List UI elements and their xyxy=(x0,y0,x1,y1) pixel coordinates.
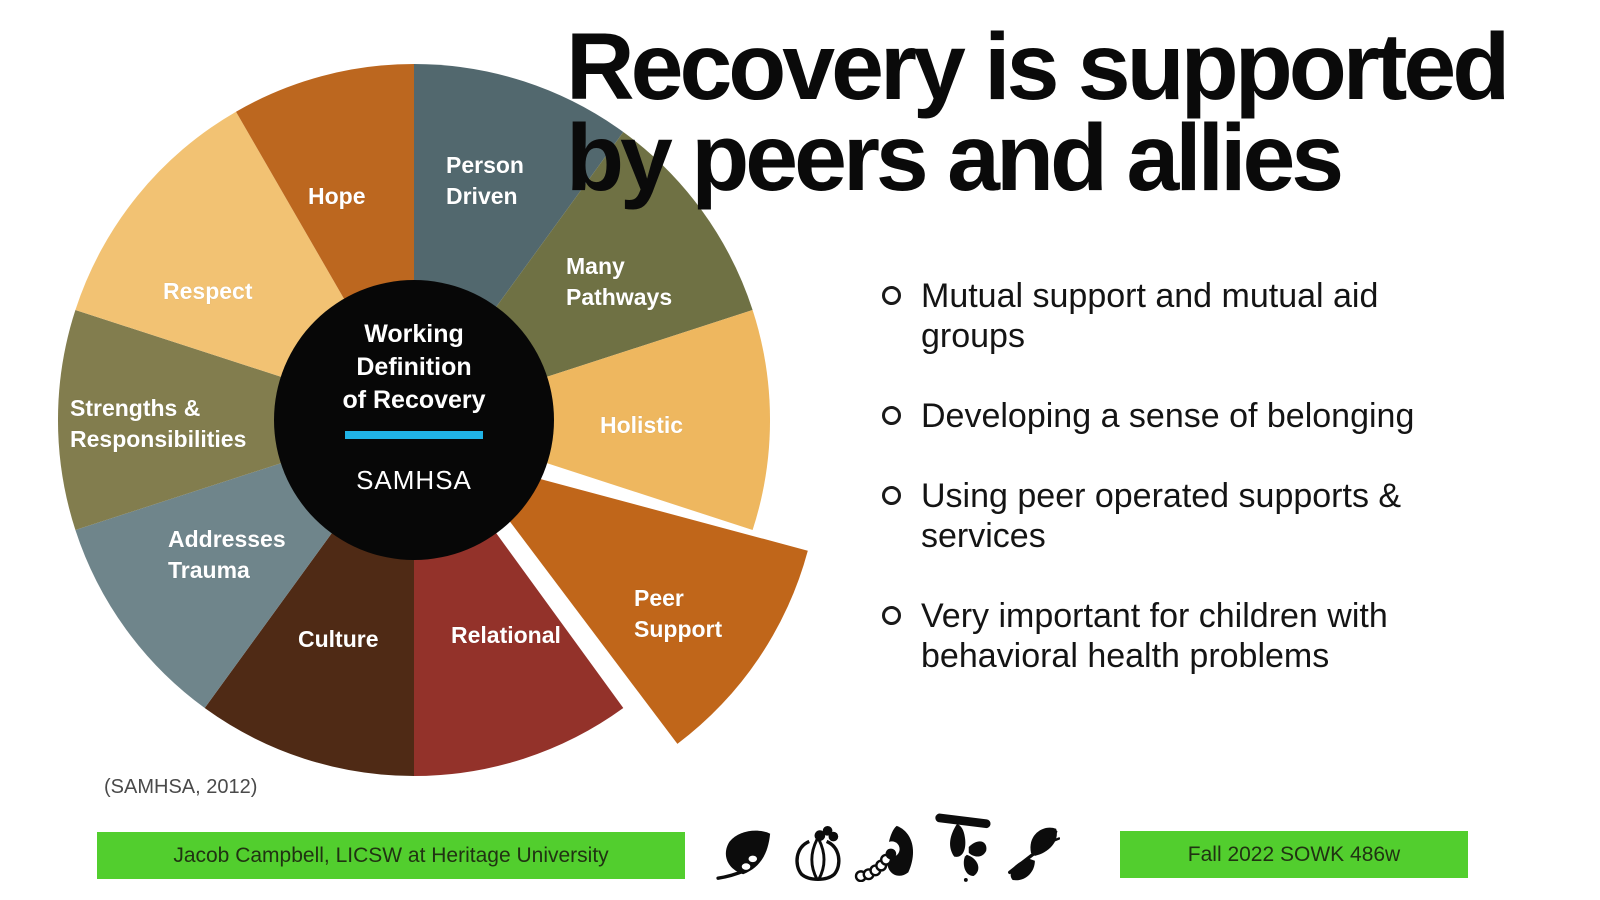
pie-segment-holistic xyxy=(414,310,771,530)
chrysalis-icon xyxy=(935,813,991,882)
butterfly-icon xyxy=(1008,827,1060,881)
footer-author-label: Jacob Campbell, LICSW at Heritage Univer… xyxy=(173,843,609,867)
footer-course-bar: Fall 2022 SOWK 486w xyxy=(1120,831,1468,878)
bullet-text: Mutual support and mutual aid groups xyxy=(921,277,1379,355)
hatching-larva-icon xyxy=(795,825,841,881)
bullet-item: Using peer operated supports & services xyxy=(866,476,1506,556)
bullet-text: Developing a sense of belonging xyxy=(921,397,1415,435)
bullet-item: Very important for children with behavio… xyxy=(866,596,1506,676)
bullet-marker-icon xyxy=(882,486,901,505)
pie-segment-peer-support xyxy=(462,458,808,744)
slide-title-line-2: by peers and allies xyxy=(566,105,1344,211)
hub-subtitle: SAMHSA xyxy=(356,465,472,495)
bullet-marker-icon xyxy=(882,406,901,425)
caterpillar-icon xyxy=(854,825,914,882)
bullet-list: Mutual support and mutual aid groups Dev… xyxy=(866,276,1506,716)
hub-title-line: of Recovery xyxy=(342,386,486,414)
hub-title-line: Working xyxy=(364,320,464,348)
leaf-with-eggs-icon xyxy=(716,830,771,880)
pie-center-circle xyxy=(274,280,554,560)
bullet-item: Mutual support and mutual aid groups xyxy=(866,276,1506,356)
pie-center-hub: Working Definition of Recovery SAMHSA xyxy=(274,280,554,560)
footer-course-label: Fall 2022 SOWK 486w xyxy=(1187,842,1401,866)
bullet-item: Developing a sense of belonging xyxy=(866,396,1506,436)
pie-segment-strengths-responsibilities xyxy=(57,310,414,530)
slide-title-line-1: Recovery is supported xyxy=(566,14,1510,120)
hub-title-line: Definition xyxy=(356,353,472,381)
bullet-text: Using peer operated supports & services xyxy=(921,477,1402,555)
citation: (SAMHSA, 2012) xyxy=(104,776,258,798)
footer-author-bar: Jacob Campbell, LICSW at Heritage Univer… xyxy=(97,832,685,879)
bullet-marker-icon xyxy=(882,606,901,625)
metamorphosis-icon-row xyxy=(716,806,1076,882)
bullet-marker-icon xyxy=(882,286,901,305)
hub-divider xyxy=(345,431,483,439)
slide-title: Recovery is supported by peers and allie… xyxy=(566,14,1510,211)
bullet-text: Very important for children with behavio… xyxy=(921,597,1388,675)
